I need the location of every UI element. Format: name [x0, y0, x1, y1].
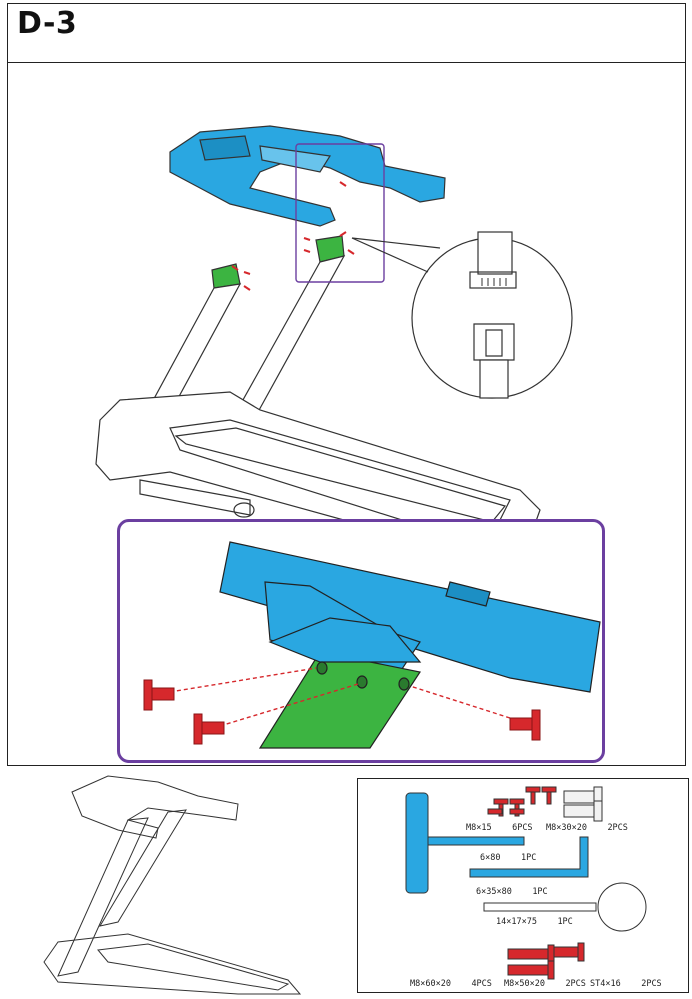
hw-label-6x35x80: 6×35×80 1PC	[476, 887, 548, 897]
step-title: D-3	[17, 6, 78, 41]
hw-label-6x80: 6×80 1PC	[480, 853, 537, 863]
completed-treadmill-thumbnail	[43, 775, 302, 995]
hw-label-m8x15: M8×15 6PCS	[466, 823, 533, 833]
upright-bolt-closeup	[143, 541, 601, 749]
hw-label-14x17x75: 14×17×75 1PC	[496, 917, 573, 927]
hw-label-st4x16: ST4×16 2PCS	[590, 979, 662, 989]
instruction-panel: D-3	[7, 3, 686, 766]
hw-label-m8x60x20: M8×60×20 4PCS	[410, 979, 492, 989]
hw-label-m8x30x20: M8×30×20 2PCS	[546, 823, 628, 833]
hardware-illustrations	[405, 786, 647, 980]
treadmill-assembly-drawing	[95, 125, 573, 557]
detail-callout	[117, 519, 605, 763]
hardware-kit: M8×15 6PCS M8×30×20 2PCS 6×80 1PC 6×35×8…	[357, 778, 689, 993]
step-header: D-3	[8, 4, 685, 63]
hw-label-m8x50x20: M8×50×20 2PCS	[504, 979, 586, 989]
